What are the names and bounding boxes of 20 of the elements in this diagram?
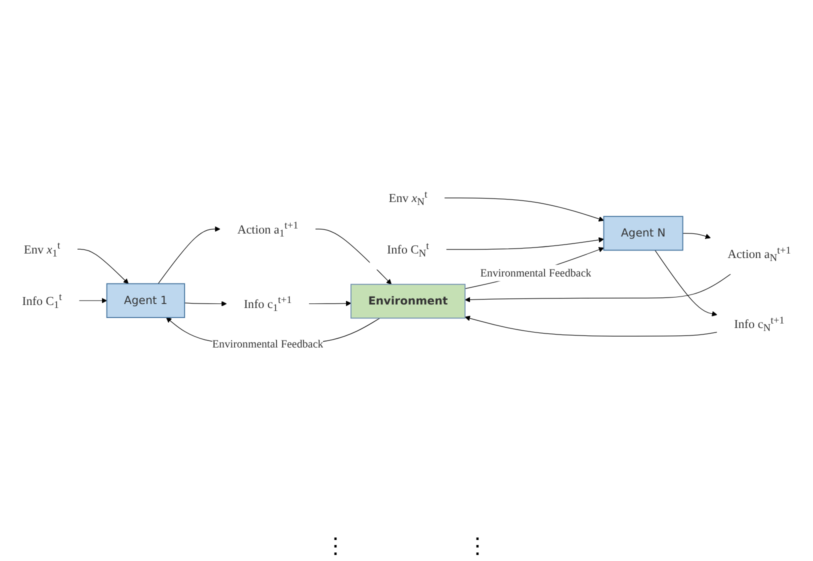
edge-label: Environmental Feedback	[212, 337, 324, 350]
arrow	[654, 250, 718, 316]
arrow	[308, 300, 352, 306]
arrow	[444, 198, 604, 222]
node-box: Environment	[350, 284, 466, 319]
arrow	[682, 233, 711, 239]
ellipsis-mark: ⋮	[324, 533, 346, 558]
edge-label: Environmental Feedback	[480, 266, 592, 279]
arrow	[184, 301, 227, 306]
arrow	[77, 248, 129, 284]
arrow	[158, 226, 220, 284]
arrow	[464, 274, 731, 302]
ellipsis-mark: ⋮	[466, 533, 488, 558]
node-box: Agent N	[603, 216, 684, 251]
arrow	[464, 247, 604, 290]
arrow	[315, 228, 392, 285]
arrow	[464, 316, 718, 336]
node-box: Agent 1	[106, 283, 186, 318]
arrow	[78, 298, 108, 304]
arrow	[446, 237, 604, 250]
